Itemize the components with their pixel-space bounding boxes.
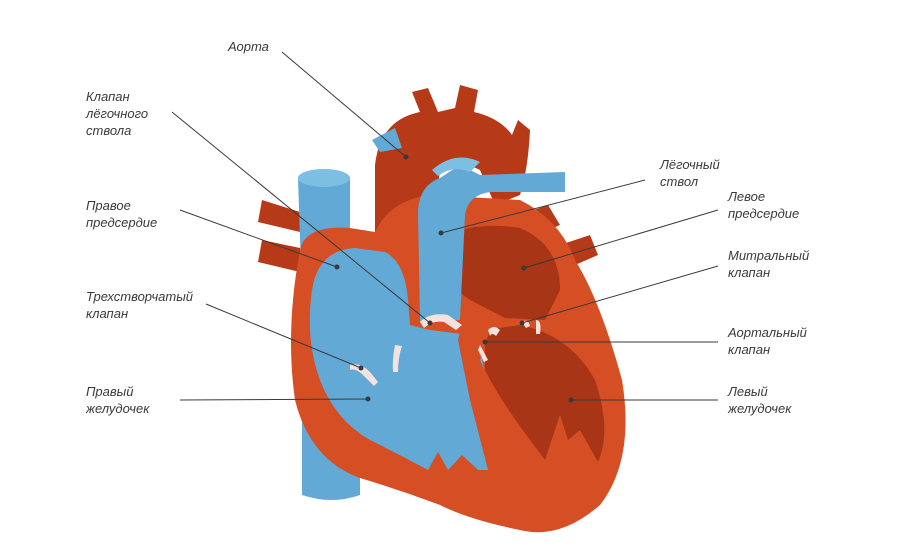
label-aortic-valve: Аортальный клапан	[728, 325, 807, 357]
label-pulmonary-trunk: Лёгочный ствол	[660, 157, 720, 189]
label-left-ventricle: Левый желудочек	[728, 384, 792, 416]
label-right-atrium: Правое предсердие	[86, 198, 158, 230]
label-pulmonary-valve: Клапан лёгочного ствола	[86, 89, 149, 138]
left-atrium-chamber	[440, 225, 560, 320]
vena-cava-opening	[298, 169, 350, 187]
leader-lines	[171, 51, 719, 403]
label-left-atrium: Левое предсердие	[728, 189, 800, 221]
pulmonary-veins-left	[258, 200, 300, 272]
label-mitral-valve: Митральный клапан	[728, 248, 810, 280]
label-tricuspid-valve: Трехстворчатый клапан	[86, 289, 194, 321]
right-heart-cavity	[309, 248, 500, 470]
valves	[350, 314, 541, 386]
label-aorta: Аорта	[228, 39, 269, 54]
left-ventricle-chamber	[485, 325, 605, 462]
aorta-branch	[372, 128, 402, 152]
label-right-ventricle: Правый желудочек	[86, 384, 150, 416]
septum	[458, 300, 505, 470]
pulmonary-trunk-top	[432, 157, 480, 176]
pulmonary-trunk	[418, 165, 565, 322]
